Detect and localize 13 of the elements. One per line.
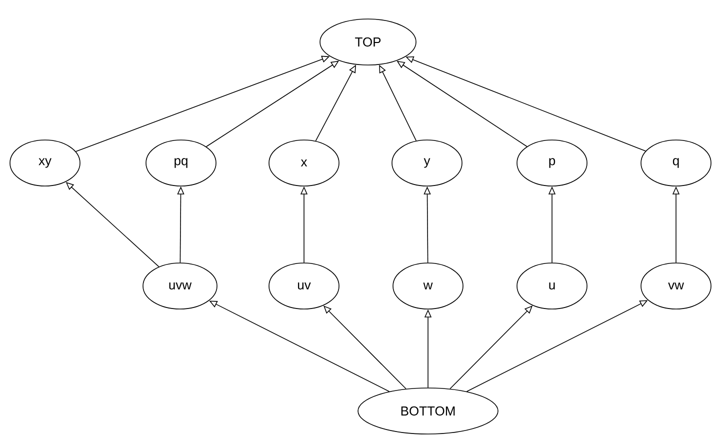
ellipse-node: vw (640, 262, 712, 310)
ellipse-node: u (516, 262, 588, 310)
ellipse-node: x (268, 140, 340, 186)
ellipse-node: xy (10, 140, 80, 186)
ellipse-node: uv (268, 262, 340, 310)
ellipse-node: y (392, 140, 462, 186)
ellipse-node: p (516, 140, 588, 186)
ellipse-node: w (392, 262, 464, 310)
ellipse-node: uvw (142, 262, 218, 310)
ellipse-node: TOP (320, 18, 416, 66)
ellipse-node: pq (146, 140, 216, 186)
ellipse-node: BOTTOM (358, 388, 498, 434)
ellipse-node: q (640, 140, 712, 186)
